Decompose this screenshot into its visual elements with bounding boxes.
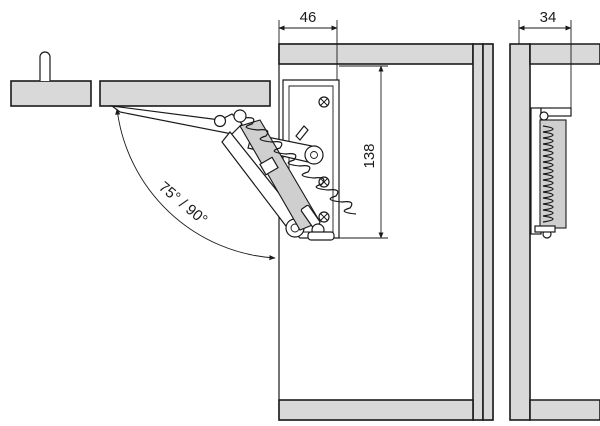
dimension-height-main: 138: [339, 65, 388, 239]
adjust-screw: [307, 231, 335, 241]
arm-pivot: [213, 114, 227, 128]
upper-pivot: [304, 145, 324, 165]
cabinet-side-panel-outer: [482, 43, 494, 421]
dimension-label-angle: 75° / 90°: [155, 178, 210, 228]
side-view-bracket: [540, 107, 572, 117]
cabinet-side-view: [509, 43, 600, 421]
dimension-label-46: 46: [300, 9, 317, 26]
spring-top-pivot: [233, 109, 247, 123]
side-view-pivot: [539, 111, 549, 121]
side-view-side-panel: [509, 43, 531, 421]
side-view-spring: [542, 125, 554, 223]
dimension-width-main: 46: [278, 9, 338, 80]
screw-icon: [318, 176, 330, 188]
guide-slot: [295, 125, 309, 141]
cabinet-top-panel: [278, 43, 474, 65]
flap-panel: [99, 80, 271, 107]
screw-icon: [318, 211, 330, 223]
flap-group: [10, 51, 271, 107]
cabinet-side-panel-inner: [472, 43, 484, 421]
dimension-label-138: 138: [361, 143, 378, 168]
side-view-top-panel: [529, 43, 600, 65]
cabinet-main: [278, 43, 494, 421]
dimension-label-34: 34: [540, 9, 557, 26]
flap-left-segment: [10, 80, 92, 107]
flap-handle: [39, 51, 51, 81]
screw-icon: [318, 96, 330, 108]
side-view-bottom-panel: [529, 399, 600, 421]
cabinet-bottom-panel: [278, 399, 474, 421]
dimension-width-side: 34: [518, 9, 572, 108]
side-view-foot: [534, 225, 556, 233]
side-view-mechanism: [530, 107, 572, 239]
